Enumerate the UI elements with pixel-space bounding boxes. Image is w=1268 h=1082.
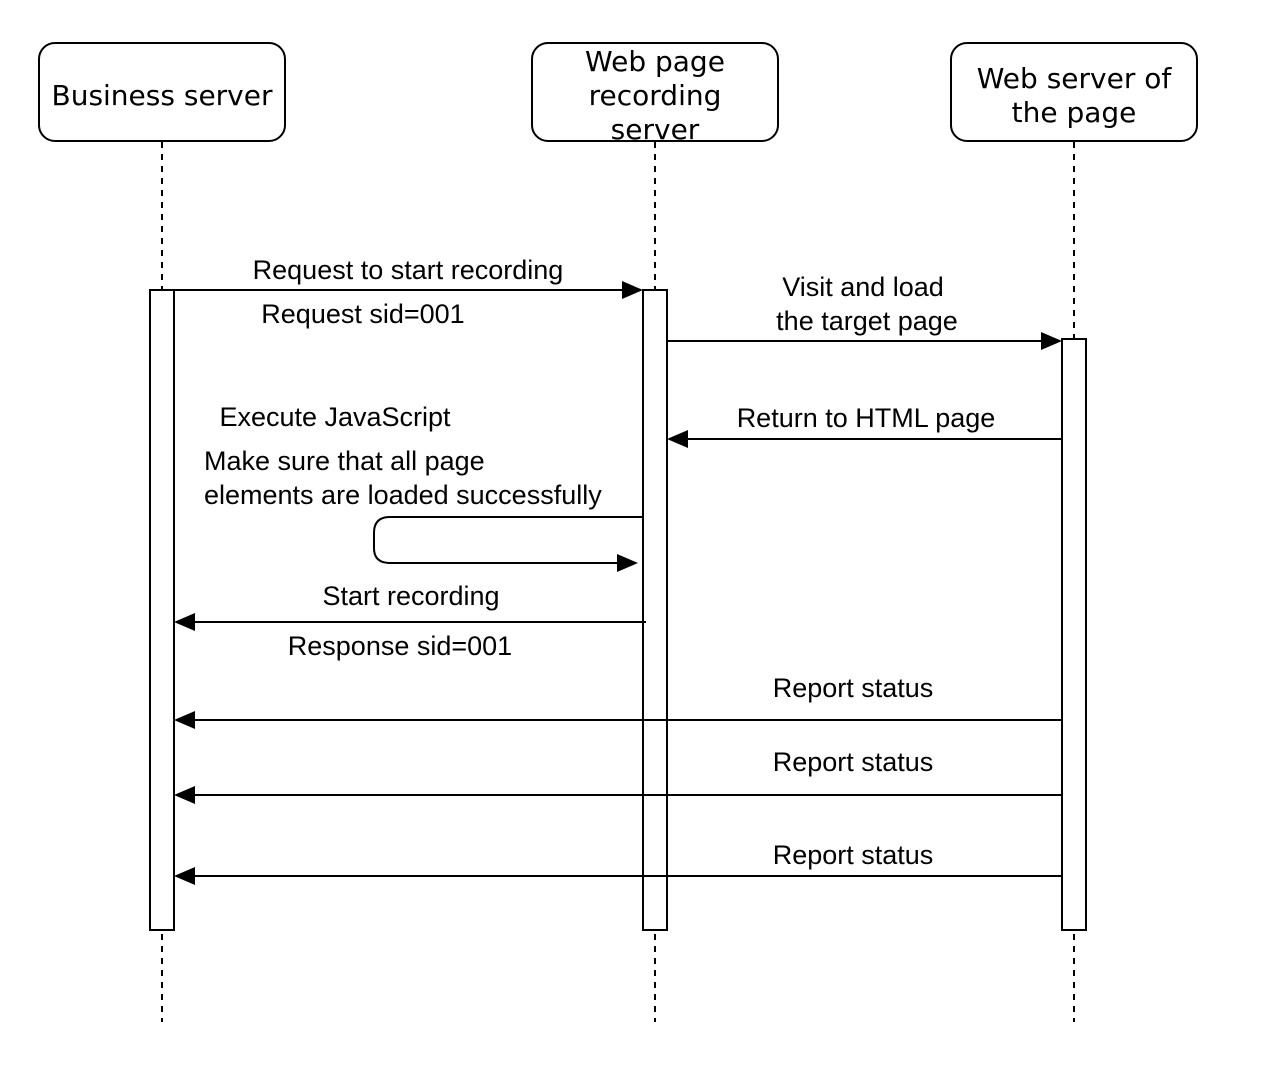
message-label-line-2: the target page <box>776 306 958 336</box>
activation-bar-web-server <box>1061 338 1087 931</box>
message-label-line-1: Visit and load <box>782 272 944 302</box>
arrow-right-icon <box>622 281 643 299</box>
participant-label-line-3: server <box>611 113 700 146</box>
message-sublabel-line-1: Make sure that all page <box>204 446 485 476</box>
participant-recording-server: Web page recording server <box>531 42 779 146</box>
participant-web-server: Web server of the page <box>950 42 1198 142</box>
arrow-right-icon <box>1041 332 1062 350</box>
participant-label: Business server <box>51 79 272 112</box>
activation-bar-business-server <box>149 289 175 931</box>
message-report-status-1: Report status <box>174 673 1062 729</box>
participant-box <box>531 42 779 142</box>
message-label: Report status <box>773 747 934 777</box>
message-label: Execute JavaScript <box>219 402 451 432</box>
message-sublabel: Request sid=001 <box>261 299 464 329</box>
arrow-right-icon <box>617 554 638 572</box>
message-report-status-3: Report status <box>174 840 1062 885</box>
message-label: Return to HTML page <box>737 403 996 433</box>
participant-box <box>950 42 1198 142</box>
message-label: Report status <box>773 673 934 703</box>
message-self-check: Execute JavaScript Make sure that all pa… <box>204 402 643 572</box>
message-label: Report status <box>773 840 934 870</box>
message-line <box>373 516 643 564</box>
message-label: Request to start recording <box>253 255 564 285</box>
message-request-start: Request to start recording Request sid=0… <box>174 255 643 329</box>
message-return-html: Return to HTML page <box>667 403 1062 448</box>
activation-bar-recording-server <box>642 289 668 931</box>
message-start-recording: Start recording Response sid=001 <box>174 581 646 661</box>
arrow-left-icon <box>174 711 195 729</box>
arrow-left-icon <box>174 786 195 804</box>
participant-business-server: Business server <box>38 42 286 142</box>
arrow-left-icon <box>174 867 195 885</box>
participant-label-line-2: recording <box>589 79 722 112</box>
message-label: Start recording <box>322 581 499 611</box>
arrow-left-icon <box>667 430 688 448</box>
message-report-status-2: Report status <box>174 747 1062 804</box>
participant-box <box>38 42 286 142</box>
participant-label-line-1: Web page <box>585 45 725 78</box>
arrow-left-icon <box>174 613 195 631</box>
message-sublabel-line-2: elements are loaded successfully <box>204 480 602 510</box>
participant-label-line-1: Web server of <box>977 62 1173 95</box>
message-visit-load: Visit and load the target page <box>667 272 1062 350</box>
participant-label-line-2: the page <box>1012 96 1137 129</box>
message-sublabel: Response sid=001 <box>288 631 512 661</box>
